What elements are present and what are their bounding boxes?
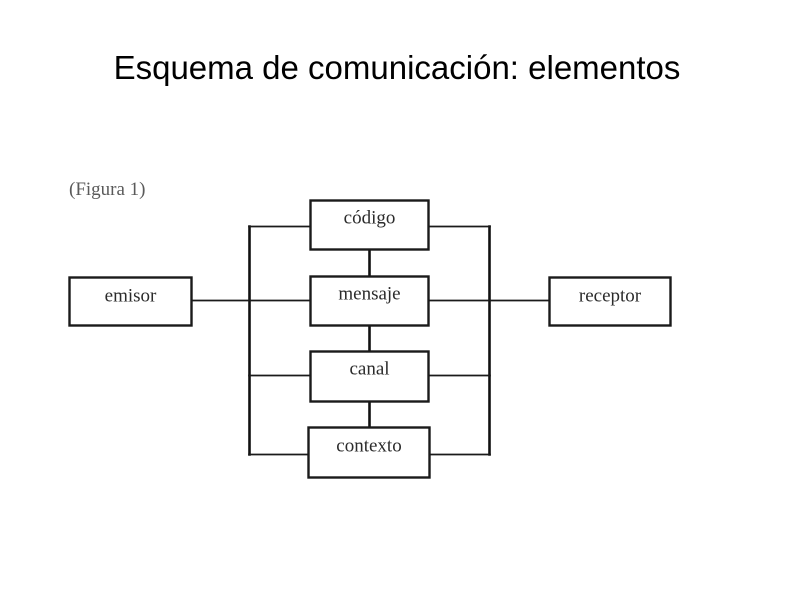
node-codigo[interactable]: código — [309, 199, 430, 251]
node-mensaje[interactable]: mensaje — [309, 275, 430, 327]
node-codigo-box — [309, 199, 430, 251]
node-canal-box — [309, 350, 430, 403]
node-receptor-box — [548, 276, 672, 327]
node-emisor-box — [68, 276, 193, 327]
node-mensaje-box — [309, 275, 430, 327]
node-receptor[interactable]: receptor — [548, 276, 672, 327]
node-emisor-label: emisor — [105, 285, 157, 306]
node-contexto[interactable]: contexto — [307, 426, 431, 479]
page-title: Esquema de comunicación: elementos — [113, 49, 681, 86]
node-emisor[interactable]: emisor — [68, 276, 193, 327]
node-codigo-label: código — [344, 207, 396, 228]
node-receptor-label: receptor — [579, 285, 642, 306]
node-canal-label: canal — [349, 358, 389, 379]
node-mensaje-label: mensaje — [338, 283, 400, 304]
node-contexto-label: contexto — [336, 435, 401, 456]
node-canal[interactable]: canal — [309, 350, 430, 403]
connector-group — [190, 225, 551, 456]
node-contexto-box — [307, 426, 431, 479]
figure-caption: (Figura 1) — [69, 179, 146, 200]
